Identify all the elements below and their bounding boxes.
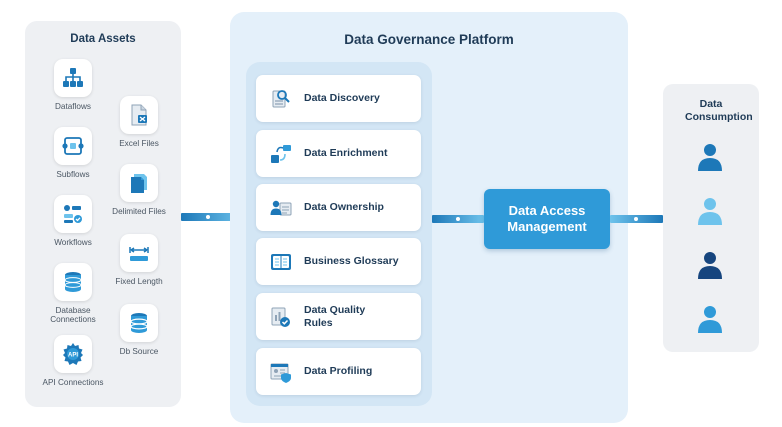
connector-dot — [456, 217, 460, 221]
module-label: Data Ownership — [304, 201, 384, 214]
asset-subflows[interactable]: Subflows — [41, 127, 105, 179]
enrichment-icon — [271, 144, 291, 163]
module-data-ownership[interactable]: Data Ownership — [256, 184, 421, 231]
asset-label: Dataflows — [55, 102, 91, 111]
asset-label: Database Connections — [50, 306, 96, 325]
module-label: Business Glossary — [304, 255, 399, 268]
connector-assets-platform — [181, 213, 244, 221]
module-label: Data Enrichment — [304, 147, 388, 160]
module-label: Data Quality Rules — [304, 303, 366, 329]
connector-platform-access — [432, 215, 484, 223]
asset-fixed-length[interactable]: Fixed Length — [107, 234, 171, 286]
module-label: Data Discovery — [304, 92, 380, 105]
quality-rules-icon — [271, 307, 290, 327]
user-icon[interactable] — [697, 197, 723, 225]
asset-database-connections[interactable]: Database Connections — [41, 263, 105, 325]
data-assets-panel: Data Assets — [25, 21, 181, 407]
discovery-icon — [272, 89, 290, 107]
connector-dot — [634, 217, 638, 221]
asset-api-connections[interactable]: API API Connections — [41, 335, 105, 387]
excel-file-icon — [131, 104, 147, 126]
workflow-icon — [64, 205, 82, 223]
glossary-icon — [271, 253, 291, 270]
asset-label: API Connections — [42, 378, 104, 387]
module-business-glossary[interactable]: Business Glossary — [256, 238, 421, 285]
profiling-icon — [270, 363, 291, 383]
data-consumption-title: Data Consumption — [685, 98, 753, 123]
platform-title: Data Governance Platform — [344, 32, 514, 47]
user-icon[interactable] — [697, 143, 723, 171]
asset-label: Subflows — [56, 170, 90, 179]
asset-label: Db Source — [119, 347, 159, 356]
user-icon[interactable] — [697, 305, 723, 333]
connector-access-consumption — [610, 215, 663, 223]
asset-label: Excel Files — [119, 139, 159, 148]
database-icon — [64, 272, 82, 292]
module-data-discovery[interactable]: Data Discovery — [256, 75, 421, 122]
asset-workflows[interactable]: Workflows — [41, 195, 105, 247]
user-icon[interactable] — [697, 251, 723, 279]
db-source-icon — [130, 313, 148, 333]
subflow-icon — [62, 137, 84, 155]
delimited-file-icon — [131, 174, 147, 193]
data-assets-title: Data Assets — [70, 33, 136, 45]
module-data-enrichment[interactable]: Data Enrichment — [256, 130, 421, 177]
asset-label: Delimited Files — [112, 207, 166, 216]
data-access-management[interactable]: Data Access Management — [484, 189, 610, 249]
data-access-management-label: Data Access Management — [507, 202, 587, 234]
svg-text:API: API — [68, 352, 78, 358]
asset-excel-files[interactable]: Excel Files — [107, 96, 171, 148]
asset-db-source[interactable]: Db Source — [107, 304, 171, 356]
module-data-profiling[interactable]: Data Profiling — [256, 348, 421, 395]
dataflow-icon — [63, 68, 83, 87]
connector-dot — [206, 215, 210, 219]
module-label: Data Profiling — [304, 365, 373, 378]
asset-delimited-files[interactable]: Delimited Files — [107, 164, 171, 216]
asset-dataflows[interactable]: Dataflows — [41, 59, 105, 111]
ownership-icon — [270, 200, 292, 215]
asset-label: Fixed Length — [115, 277, 163, 286]
asset-label: Workflows — [54, 238, 92, 247]
api-icon: API — [63, 343, 83, 365]
fixed-length-icon — [129, 247, 149, 261]
module-data-quality-rules[interactable]: Data Quality Rules — [256, 293, 421, 340]
